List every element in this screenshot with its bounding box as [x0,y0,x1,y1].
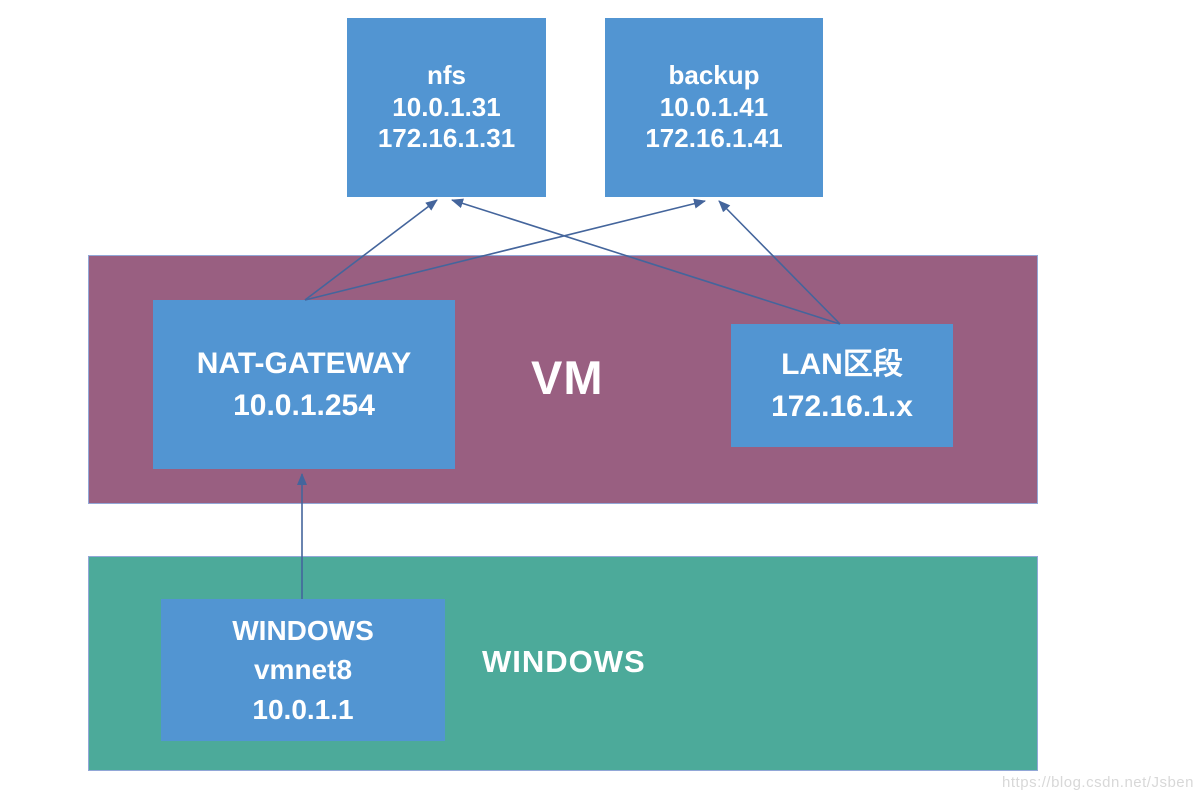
windows-vmnet8-title: WINDOWS [232,615,374,647]
lan-segment-title: LAN区段 [781,347,903,381]
windows-band-label: WINDOWS [482,644,646,679]
nat-gateway-title: NAT-GATEWAY [196,346,412,380]
backup-title: backup [668,59,760,90]
backup-lan-ip: 172.16.1.41 [645,123,783,154]
lan-segment-subnet: 172.16.1.x [771,389,913,423]
node-windows-vmnet8: WINDOWS vmnet8 10.0.1.1 [161,599,445,741]
node-nfs: nfs 10.0.1.31 172.16.1.31 [347,18,546,197]
nfs-nat-ip: 10.0.1.31 [392,91,501,122]
backup-nat-ip: 10.0.1.41 [659,91,769,122]
nfs-lan-ip: 172.16.1.31 [377,123,516,154]
vm-band-label: VM [531,351,604,404]
nfs-title: nfs [427,59,466,90]
nat-gateway-ip: 10.0.1.254 [233,388,375,422]
node-backup: backup 10.0.1.41 172.16.1.41 [605,18,823,197]
node-nat-gateway: NAT-GATEWAY 10.0.1.254 [153,300,455,469]
watermark-url: https://blog.csdn.net/Jsben [1002,774,1194,791]
node-lan-segment: LAN区段 172.16.1.x [731,324,953,447]
windows-vmnet8-ip: 10.0.1.1 [252,693,354,725]
windows-vmnet8-adapter: vmnet8 [253,654,353,686]
